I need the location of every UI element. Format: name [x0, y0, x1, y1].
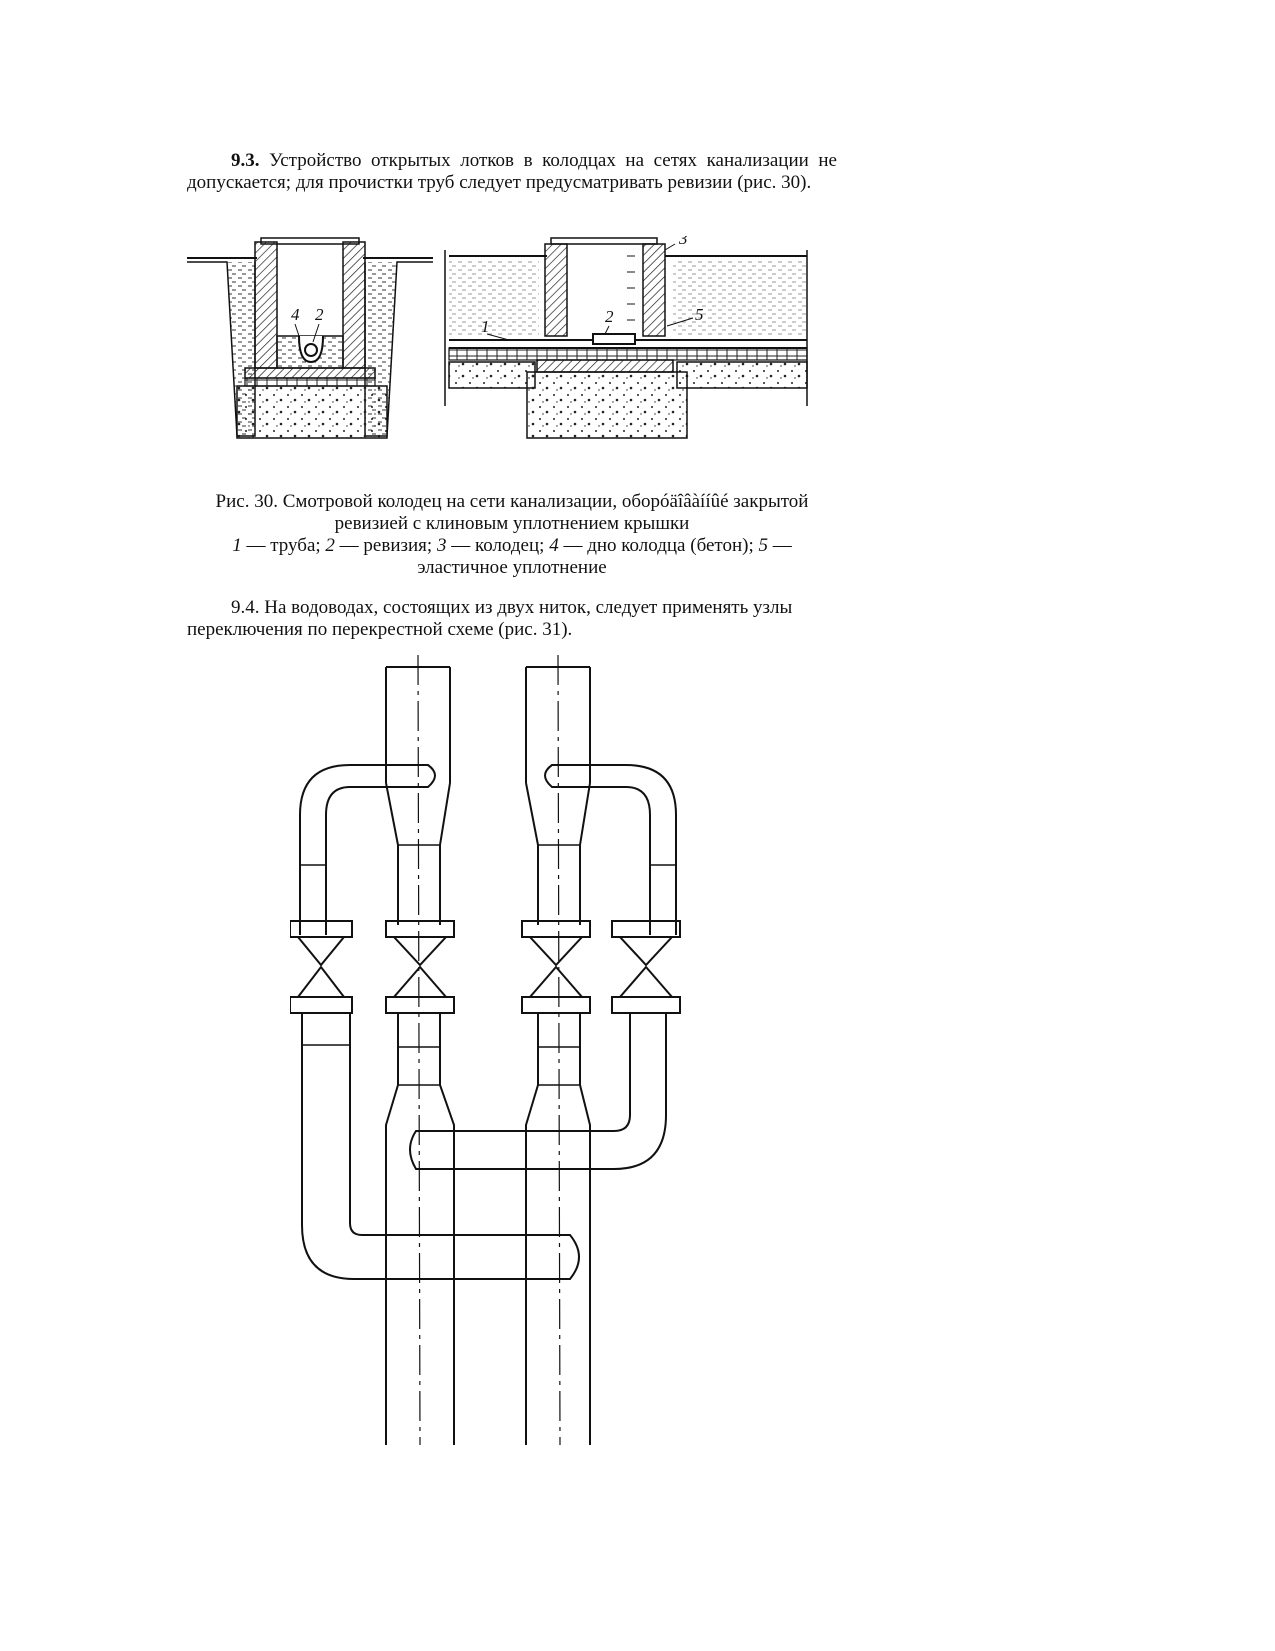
legend-num-4: 4 [549, 535, 559, 556]
caption-legend-line-2: эластичное уплотнение [417, 557, 607, 578]
legend-text-5: — [768, 535, 792, 556]
section-9-3-paragraph: 9.3. Устройство открытых лотков в колодц… [187, 150, 837, 194]
legend-text-3: — колодец; [446, 535, 550, 556]
figure-30-drawing: 4 2 [187, 229, 837, 466]
legend-num-1: 1 [232, 535, 242, 556]
figure-31-drawing [289, 654, 740, 1446]
legend-text-4: — дно колодца (бетон); [558, 535, 759, 556]
legend-num-3: 3 [436, 535, 447, 556]
label-5: 5 [695, 305, 704, 324]
legend-num-2: 2 [325, 535, 335, 556]
label-4-left: 4 [291, 305, 300, 324]
label-2-right: 2 [605, 307, 614, 326]
caption-title-line-2: ревизией с клиновым уплотнением крышки [334, 513, 690, 534]
label-2-left: 2 [315, 305, 324, 324]
label-3: 3 [678, 236, 688, 248]
section-9-3-number: 9.3. [231, 150, 260, 171]
figure-30-caption: Рис. 30. Смотровой колодец на сети канал… [187, 491, 837, 579]
well-longitudinal-section: 1 2 3 5 [444, 229, 808, 439]
legend-text-2: — ревизия; [334, 535, 437, 556]
caption-legend-line-1: 1 — труба; 2 — ревизия; 3 — колодец; 4 —… [187, 535, 837, 557]
legend-text-1: — труба; [241, 535, 326, 556]
legend-num-5: 5 [758, 535, 769, 556]
caption-title-line-1: Рис. 30. Смотровой колодец на сети канал… [215, 491, 809, 512]
well-cross-section: 4 2 [187, 237, 433, 439]
section-9-3-text: Устройство открытых лотков в колодцах на… [187, 150, 837, 193]
section-9-4-paragraph: 9.4. На водоводах, состоящих из двух нит… [187, 597, 793, 640]
label-1: 1 [481, 317, 490, 336]
